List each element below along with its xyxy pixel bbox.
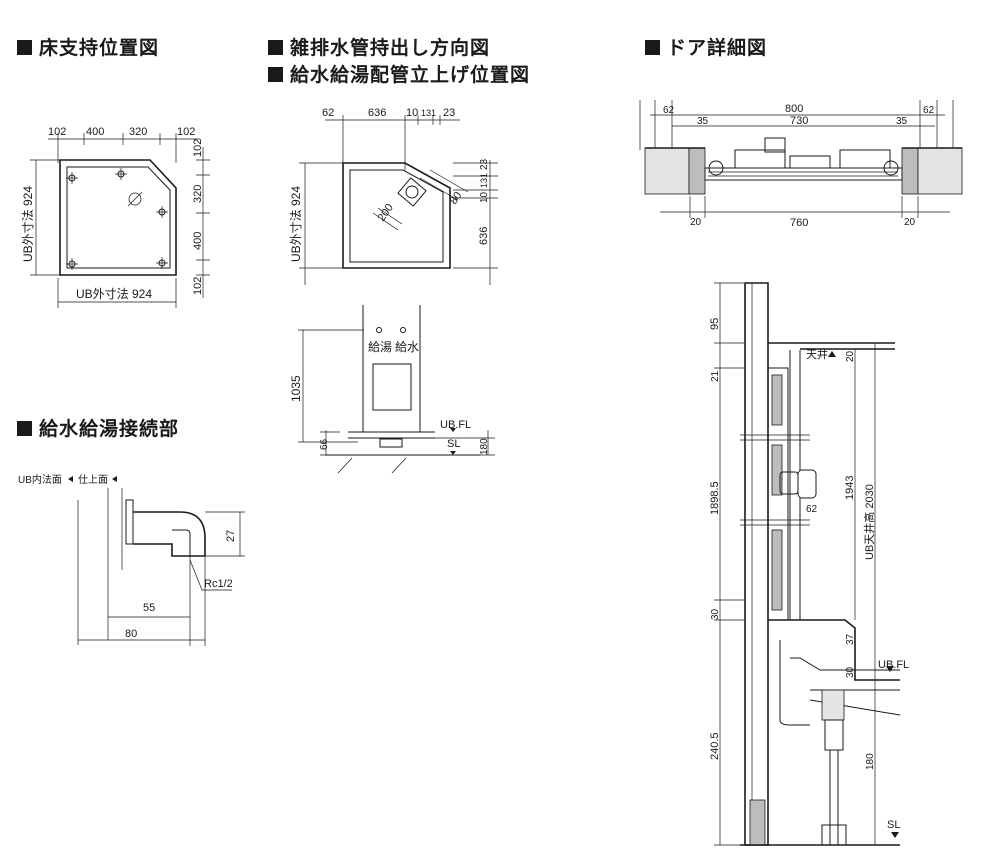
thread-rc-label: Rc1/2 xyxy=(204,578,233,590)
drain-icon xyxy=(128,192,142,206)
drain-rdim-23: 23 xyxy=(479,158,490,170)
square-bullet-icon xyxy=(645,40,660,55)
conn-dim-55: 55 xyxy=(143,602,155,614)
door-dim-35a: 35 xyxy=(697,116,709,127)
riser-sl-label: SL xyxy=(447,438,460,450)
door-dim-35b: 35 xyxy=(896,116,908,127)
conn-dim-80: 80 xyxy=(125,628,137,640)
cold-water-label: 給水 xyxy=(395,340,419,354)
ub-ceiling-height-label: UB天井高 2030 xyxy=(862,484,876,560)
drain-dim-62: 62 xyxy=(322,107,334,119)
door-plan-detail: 62 800 62 35 730 35 20 760 20 xyxy=(639,100,963,229)
ub-inner-face-label: UB内法面 xyxy=(18,473,62,486)
sect-dim-37: 37 xyxy=(845,633,856,645)
dim-top-320: 320 xyxy=(129,126,147,138)
riser-dim-180: 180 xyxy=(479,438,490,455)
sect-dim-2405: 240.5 xyxy=(709,732,721,760)
conn-dim-27: 27 xyxy=(225,530,237,542)
drain-dim-80: 80 xyxy=(448,190,465,207)
riser-position-title: 給水給湯配管立上げ位置図 xyxy=(268,60,530,87)
drain-rdim-131: 131 xyxy=(479,173,489,188)
dim-right-102a: 102 xyxy=(192,139,204,157)
level-marker-icon xyxy=(886,666,899,838)
sect-ubfl-label: UB.FL xyxy=(878,659,909,671)
drain-direction-plan: 62 636 10 131 23 23 131 10 636 UB外寸法 924… xyxy=(289,107,498,285)
drain-direction-title: 雑排水管持出し方向図 xyxy=(268,33,490,60)
sect-dim-20: 20 xyxy=(845,350,856,362)
dim-right-320: 320 xyxy=(192,185,204,203)
door-detail-title: ドア詳細図 xyxy=(645,33,767,60)
dim-top-102b: 102 xyxy=(177,126,195,138)
door-dim-20a: 20 xyxy=(690,217,702,228)
square-bullet-icon xyxy=(268,40,283,55)
riser-ubfl-label: UB.FL xyxy=(440,419,471,431)
sect-dim-21: 21 xyxy=(710,370,721,382)
drain-dim-23: 23 xyxy=(443,107,455,119)
door-section-detail: 天井 20 95 21 1898.5 30 240.5 1943 UB天井高 xyxy=(709,282,909,846)
door-dim-730: 730 xyxy=(790,115,808,127)
ceiling-label: 天井 xyxy=(806,347,828,361)
door-dim-20b: 20 xyxy=(904,217,916,228)
pipe-riser-icon xyxy=(376,327,406,333)
door-dim-800: 800 xyxy=(785,103,803,115)
hot-water-label: 給湯 xyxy=(368,340,392,354)
sect-dim-62: 62 xyxy=(806,504,818,515)
support-bolt-icon xyxy=(66,168,168,270)
sect-dim-1898: 1898.5 xyxy=(709,481,721,515)
level-marker-icon xyxy=(828,351,836,357)
floor-support-title: 床支持位置図 xyxy=(17,33,159,60)
door-handle-icon xyxy=(779,471,799,495)
finish-face-label: 仕上面 xyxy=(78,473,108,486)
floor-support-plan: 102 400 320 102 102 320 400 102 UB外寸法 92… xyxy=(21,126,210,308)
drain-rdim-636: 636 xyxy=(478,227,490,245)
square-bullet-icon xyxy=(17,421,32,436)
drain-dim-636: 636 xyxy=(368,107,386,119)
dim-right-400: 400 xyxy=(192,232,204,250)
connection-detail: UB内法面 仕上面 Rc1/2 27 55 80 xyxy=(18,473,245,646)
riser-dim-66: 66 xyxy=(319,438,330,450)
door-dim-760: 760 xyxy=(790,217,808,229)
arrow-right-icon xyxy=(68,476,117,482)
dim-right-102b: 102 xyxy=(192,277,204,295)
ub-outer-dim-bottom: UB外寸法 924 xyxy=(76,287,152,301)
roller-icon xyxy=(883,160,899,176)
sect-sl-label: SL xyxy=(887,819,900,831)
sect-dim-1943: 1943 xyxy=(844,476,856,500)
connection-title: 給水給湯接続部 xyxy=(17,414,179,441)
sect-dim-30a: 30 xyxy=(710,608,721,620)
door-dim-62a: 62 xyxy=(663,105,675,116)
drain-dim-10: 10 xyxy=(406,107,418,119)
drain-trap-icon xyxy=(405,185,419,199)
dim-top-102a: 102 xyxy=(48,126,66,138)
dim-top-400: 400 xyxy=(86,126,104,138)
drain-ub-outer-dim: UB外寸法 924 xyxy=(289,186,303,262)
drain-dim-200: 200 xyxy=(376,202,396,224)
square-bullet-icon xyxy=(268,67,283,82)
riser-elevation: 給湯 給水 1035 66 180 UB.FL SL xyxy=(289,305,495,474)
drain-rdim-10: 10 xyxy=(479,191,490,203)
ub-outer-dim-left: UB外寸法 924 xyxy=(21,186,35,262)
door-dim-62b: 62 xyxy=(923,105,935,116)
sect-dim-30b: 30 xyxy=(845,666,856,678)
square-bullet-icon xyxy=(17,40,32,55)
roller-icon xyxy=(708,160,724,176)
drain-dim-131: 131 xyxy=(421,108,436,118)
sect-dim-95: 95 xyxy=(709,318,721,330)
sect-dim-180: 180 xyxy=(865,753,876,770)
riser-dim-1035: 1035 xyxy=(289,375,303,402)
